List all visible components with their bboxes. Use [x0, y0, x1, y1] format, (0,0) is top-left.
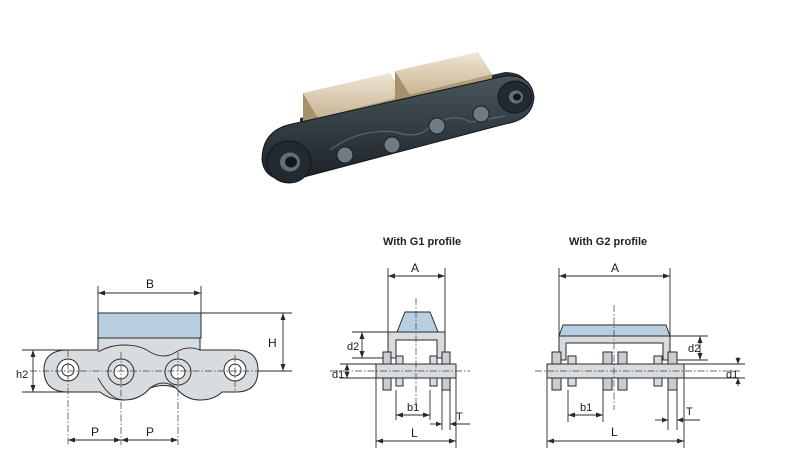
side-view: B H h2 P P — [16, 277, 292, 445]
dim-P-2: P — [146, 425, 154, 439]
g2-caption: With G2 profile — [569, 236, 648, 248]
right-end-roller — [497, 80, 533, 114]
g2-rubber-pad — [558, 324, 671, 337]
dim-H: H — [268, 336, 277, 350]
g2-profile-view: A d2 d1 b1 T L — [535, 261, 745, 448]
left-end-roller — [266, 140, 312, 184]
g2-dim-T: T — [686, 406, 693, 418]
g1-rubber-pad — [396, 311, 439, 333]
side-rubber-pad — [97, 312, 202, 339]
g2-dim-b1: b1 — [580, 402, 592, 414]
g1-dim-d2: d2 — [347, 341, 359, 353]
chain-pins — [336, 105, 490, 164]
g1-caption: With G1 profile — [383, 236, 462, 248]
chain-photo — [261, 52, 535, 184]
g1-attachment-bracket — [387, 331, 446, 359]
g1-dim-T: T — [456, 411, 463, 423]
g1-dim-d1: d1 — [332, 369, 344, 381]
g2-dim-d1: d1 — [726, 369, 738, 381]
g2-dim-L: L — [611, 425, 618, 439]
g1-profile-view: A d2 d1 b1 T L — [330, 261, 470, 448]
dim-B: B — [146, 277, 154, 291]
g1-dim-L: L — [411, 426, 418, 440]
g1-dim-A: A — [411, 261, 419, 275]
g1-dim-b1: b1 — [407, 402, 419, 414]
dim-P-1: P — [91, 425, 99, 439]
side-link-inner-contour — [97, 344, 201, 401]
g2-dim-d2: d2 — [688, 343, 700, 355]
dim-h2: h2 — [16, 369, 28, 381]
g2-dim-A: A — [611, 261, 619, 275]
